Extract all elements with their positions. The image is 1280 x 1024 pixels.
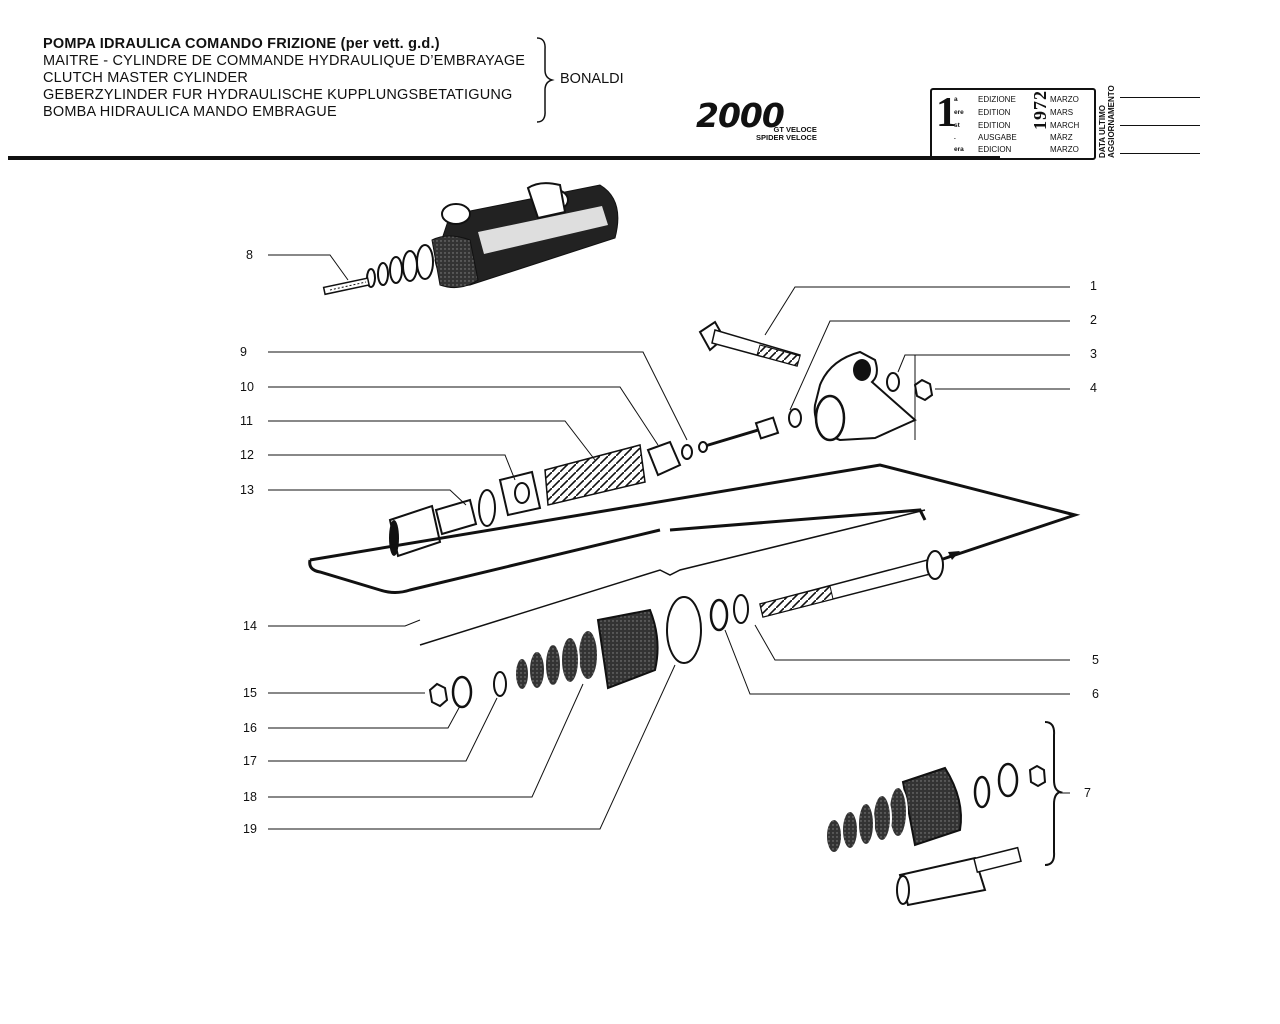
- edition-suffix: era: [954, 146, 964, 153]
- repair-kit-7: [825, 762, 1047, 907]
- update-rule: [1120, 153, 1200, 154]
- edition-box: 1 a ere st . era EDIZIONE EDITION EDITIO…: [930, 88, 1096, 160]
- leader-lines: [268, 254, 1070, 830]
- edition-suffix: st: [954, 122, 960, 129]
- callout-13: 13: [240, 483, 254, 497]
- assembled-master-cylinder: [322, 182, 619, 296]
- callout-11: 11: [240, 414, 253, 428]
- callout-18: 18: [243, 790, 257, 804]
- update-rule: [1120, 125, 1200, 126]
- kit-brace: [1044, 721, 1064, 866]
- callout-6: 6: [1092, 687, 1099, 701]
- edition-word: EDIZIONE: [978, 95, 1016, 104]
- bush-part-16: [451, 675, 473, 709]
- edition-suffix: .: [954, 134, 956, 141]
- title-italian: POMPA IDRAULICA COMANDO FRIZIONE (per ve…: [43, 36, 440, 52]
- title-french: MAITRE - CYLINDRE DE COMMANDE HYDRAULIQU…: [43, 53, 526, 69]
- model-sub-gt: GT VELOCE: [773, 125, 817, 134]
- callout-14: 14: [243, 619, 257, 633]
- callout-12: 12: [240, 448, 254, 462]
- cylinder-body: [813, 350, 917, 442]
- edition-month: MARZO: [1050, 95, 1079, 104]
- clip-part-6: [709, 598, 729, 632]
- model-sub-spider: SPIDER VELOCE: [756, 133, 817, 142]
- title-block: POMPA IDRAULICA COMANDO FRIZIONE (per ve…: [43, 36, 525, 121]
- callout-7: 7: [1084, 786, 1091, 800]
- edition-month: MARZO: [1050, 145, 1079, 154]
- edition-suffix: ere: [954, 109, 964, 116]
- edition-month: MÄRZ: [1050, 133, 1073, 142]
- callout-8: 8: [246, 248, 253, 262]
- clip-part-3: [886, 372, 900, 392]
- manufacturer-label: BONALDI: [560, 71, 624, 87]
- callout-16: 16: [243, 721, 257, 735]
- callout-15: 15: [243, 686, 257, 700]
- title-german: GEBERZYLINDER FUR HYDRAULISCHE KUPPLUNGS…: [43, 87, 513, 103]
- edition-month: MARCH: [1050, 121, 1080, 130]
- washer-part-5: [733, 594, 749, 624]
- long-bolt: [759, 550, 944, 618]
- callout-3: 3: [1090, 347, 1097, 361]
- update-rule: [1120, 97, 1200, 98]
- nut-part-15: [428, 682, 449, 708]
- callout-9: 9: [240, 345, 247, 359]
- callout-19: 19: [243, 822, 257, 836]
- callout-5: 5: [1092, 653, 1099, 667]
- model-logo: 2000: [696, 96, 785, 135]
- title-english: CLUTCH MASTER CYLINDER: [43, 70, 249, 86]
- callout-10: 10: [240, 380, 254, 394]
- edition-number: 1: [936, 90, 957, 136]
- callout-17: 17: [243, 754, 257, 768]
- pushrod-assembly: [388, 416, 780, 558]
- washer-part-2: [788, 408, 802, 428]
- title-spanish: BOMBA HIDRAULICA MANDO EMBRAGUE: [43, 104, 337, 120]
- edition-word: EDITION: [978, 108, 1011, 117]
- ring-part-19: [666, 596, 702, 664]
- ring-part-17: [493, 671, 507, 697]
- rubber-boot-large: [514, 608, 659, 691]
- callout-1: 1: [1090, 279, 1097, 293]
- nut-part-4: [913, 378, 934, 402]
- group-frame-line: [309, 463, 1081, 562]
- edition-month: MARS: [1050, 108, 1074, 117]
- edition-word: EDITION: [978, 121, 1011, 130]
- edition-suffix: a: [954, 96, 958, 103]
- edition-word: EDICION: [978, 145, 1012, 154]
- edition-word: AUSGABE: [978, 133, 1017, 142]
- callout-2: 2: [1090, 313, 1097, 327]
- header-brace: [536, 37, 555, 123]
- model-sub-labels: GT VELOCE SPIDER VELOCE: [756, 126, 817, 142]
- bolt-part-1: [698, 320, 801, 367]
- callout-4: 4: [1090, 381, 1097, 395]
